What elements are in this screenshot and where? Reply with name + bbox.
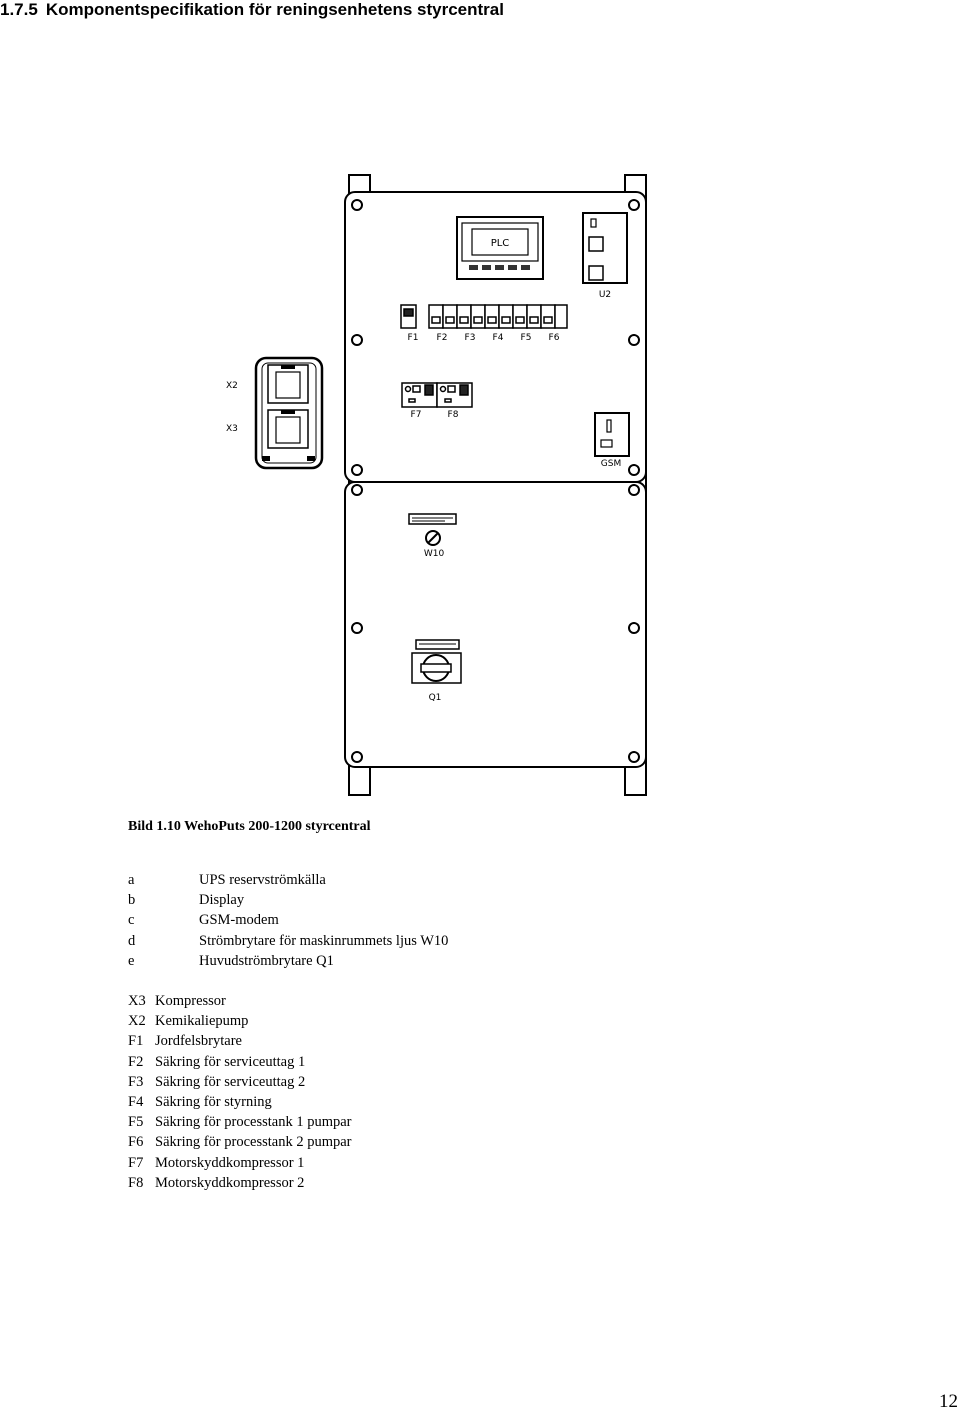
fuse-label-f6: F6 bbox=[549, 333, 560, 343]
component-row: F6 Säkring för processtank 2 pumpar bbox=[128, 1134, 352, 1154]
legend-text: UPS reservströmkälla bbox=[199, 872, 326, 888]
legend-key: d bbox=[128, 932, 136, 949]
figure-caption: Bild 1.10 WehoPuts 200-1200 styrcentral bbox=[128, 819, 371, 834]
legend-text: GSM-modem bbox=[199, 912, 279, 929]
component-text: Kemikaliepump bbox=[155, 1013, 249, 1030]
component-code: F4 bbox=[128, 1093, 144, 1110]
letter-legend: a UPS reservströmkälla b Display c GSM-mode… bbox=[128, 872, 448, 973]
q1-main-switch: Q1 bbox=[411, 639, 462, 703]
lower-panel bbox=[344, 481, 647, 768]
component-row: F3 Säkring för serviceuttag 2 bbox=[128, 1074, 352, 1094]
fuse-label-f4: F4 bbox=[493, 333, 504, 343]
component-text: Säkring för processtank 1 pumpar bbox=[155, 1114, 352, 1131]
legend-key: b bbox=[128, 892, 136, 909]
legend-text: Display bbox=[199, 892, 245, 909]
legend-row: a UPS reservströmkälla bbox=[128, 872, 448, 892]
component-text: Kompressor bbox=[155, 993, 226, 1009]
motor-protection-f7-f8 bbox=[401, 382, 473, 408]
legend-row: c GSM-modem bbox=[128, 912, 448, 932]
fuse-label-f2: F2 bbox=[437, 333, 448, 343]
component-text: Säkring för processtank 2 pumpar bbox=[155, 1134, 352, 1151]
fuse-row bbox=[400, 304, 568, 329]
component-text: Motorskyddkompressor 2 bbox=[155, 1174, 305, 1191]
component-text: Säkring för styrning bbox=[155, 1093, 272, 1110]
legend-key: c bbox=[128, 912, 135, 929]
legend-text: Strömbrytare för maskinrummets ljus W10 bbox=[199, 932, 449, 949]
component-row: X3 Kompressor bbox=[128, 993, 352, 1013]
legend-key: e bbox=[128, 952, 135, 969]
component-code: F8 bbox=[128, 1174, 144, 1191]
gsm-label: GSM bbox=[601, 459, 621, 469]
fuse-label-f1: F1 bbox=[408, 333, 419, 343]
component-row: F1 Jordfelsbrytare bbox=[128, 1033, 352, 1053]
section-heading: 1.7.5 Komponentspecifikation för reningse… bbox=[0, 0, 512, 20]
fuse-label-f3: F3 bbox=[465, 333, 476, 343]
socket-box bbox=[254, 356, 324, 470]
section-title: Komponentspecifikation för reningsenhete… bbox=[45, 0, 504, 19]
fuse-label-f5: F5 bbox=[521, 333, 532, 343]
component-row: F2 Säkring för serviceuttag 1 bbox=[128, 1054, 352, 1074]
component-row: X2 Kemikaliepump bbox=[128, 1013, 352, 1033]
component-row: F4 Säkring för styrning bbox=[128, 1094, 352, 1114]
plc-label: PLC bbox=[491, 238, 510, 249]
component-code: F2 bbox=[128, 1053, 144, 1070]
w10-switch: W10 bbox=[408, 513, 457, 559]
u2-ups: U2 bbox=[582, 212, 628, 300]
component-code: F1 bbox=[128, 1033, 144, 1050]
component-code: F5 bbox=[128, 1114, 144, 1131]
w10-label: W10 bbox=[424, 549, 445, 559]
legend-key: a bbox=[128, 872, 135, 888]
control-cabinet-drawing: PLC U2 F1 F2 F3 F4 F bbox=[226, 174, 647, 796]
legend-row: e Huvudströmbrytare Q1 bbox=[128, 953, 448, 973]
component-row: F5 Säkring för processtank 1 pumpar bbox=[128, 1114, 352, 1134]
component-text: Säkring för serviceuttag 1 bbox=[155, 1053, 306, 1070]
fuse-labels: F1 F2 F3 F4 F5 F6 bbox=[408, 333, 560, 343]
q1-label: Q1 bbox=[429, 693, 442, 703]
gsm-modem: GSM bbox=[594, 412, 630, 469]
f7-label: F7 bbox=[411, 410, 422, 420]
legend-text: Huvudströmbrytare Q1 bbox=[199, 952, 334, 969]
legend-row: d Strömbrytare för maskinrummets ljus W10 bbox=[128, 933, 448, 953]
component-text: Jordfelsbrytare bbox=[155, 1033, 242, 1050]
component-text: Motorskyddkompressor 1 bbox=[155, 1154, 305, 1171]
x3-label: X3 bbox=[226, 424, 238, 434]
f8-label: F8 bbox=[448, 410, 459, 420]
x2-label: X2 bbox=[226, 381, 238, 391]
component-row: F8 Motorskyddkompressor 2 bbox=[128, 1175, 352, 1195]
plc-display: PLC bbox=[456, 216, 544, 280]
component-code: F3 bbox=[128, 1073, 144, 1090]
legend-row: b Display bbox=[128, 892, 448, 912]
component-code: F7 bbox=[128, 1154, 144, 1171]
screws bbox=[351, 199, 640, 763]
page-number: 12 bbox=[939, 1391, 958, 1412]
component-code: X2 bbox=[128, 1013, 146, 1030]
component-row: F7 Motorskyddkompressor 1 bbox=[128, 1155, 352, 1175]
section-number: 1.7.5 bbox=[0, 0, 38, 19]
component-text: Säkring för serviceuttag 2 bbox=[155, 1073, 306, 1090]
u2-label: U2 bbox=[599, 290, 611, 300]
component-code: X3 bbox=[128, 993, 146, 1009]
component-legend: X3 Kompressor X2 Kemikaliepump F1 Jordfelsb… bbox=[128, 993, 352, 1195]
component-code: F6 bbox=[128, 1134, 144, 1151]
